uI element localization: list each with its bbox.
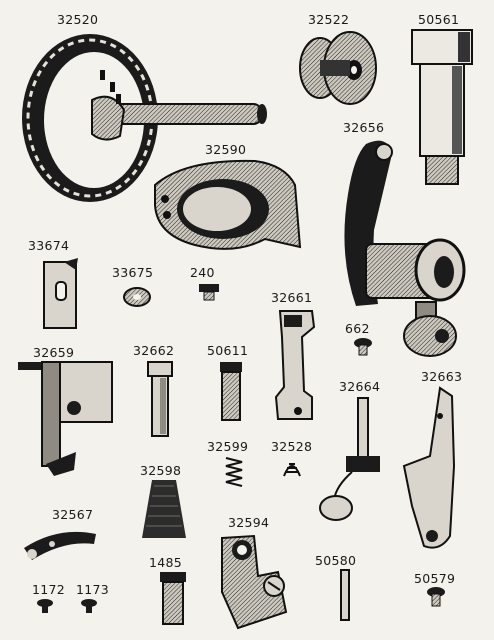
part-32594-clamp: [221, 534, 288, 630]
part-50580-pin: [340, 569, 350, 621]
part-1173-screw: [81, 599, 97, 613]
part-32661-bracket: [274, 310, 316, 420]
part-label-32664: 32664: [339, 379, 381, 394]
part-50561-bushing: [411, 29, 473, 185]
part-label-33674: 33674: [28, 238, 70, 253]
part-label-240: 240: [190, 265, 215, 280]
part-label-32598: 32598: [140, 463, 182, 478]
part-label-32661: 32661: [271, 290, 313, 305]
part-label-32656: 32656: [343, 120, 385, 135]
part-label-1485: 1485: [149, 555, 183, 570]
part-32599-spring: [225, 457, 243, 487]
part-label-32594: 32594: [228, 515, 270, 530]
part-32659-block: [18, 361, 113, 476]
part-label-50580: 50580: [315, 553, 357, 568]
part-32567-link: [24, 531, 96, 560]
part-33675-washer: [123, 287, 151, 307]
part-label-32659: 32659: [33, 345, 75, 360]
part-32528-spring: [283, 463, 301, 477]
part-label-32662: 32662: [133, 343, 175, 358]
part-label-32663: 32663: [421, 369, 463, 384]
part-32662-pin: [147, 361, 173, 437]
part-label-1173: 1173: [76, 582, 110, 597]
part-32520-handwheel: [22, 34, 267, 202]
part-label-32599: 32599: [207, 439, 249, 454]
part-32590-race: [154, 159, 302, 250]
part-50579-screw: [427, 587, 445, 607]
part-32663-plate-arm: [402, 386, 456, 549]
part-50611-screw: [220, 362, 242, 421]
part-32522-disc: [299, 31, 377, 105]
part-label-32522: 32522: [308, 12, 350, 27]
part-label-32590: 32590: [205, 142, 247, 157]
part-label-33675: 33675: [112, 265, 154, 280]
part-label-32528: 32528: [271, 439, 313, 454]
part-32664-lever: [319, 397, 380, 521]
part-label-32567: 32567: [52, 507, 94, 522]
part-1172-screw: [37, 599, 53, 613]
part-1485-screw: [160, 572, 186, 625]
part-label-50579: 50579: [414, 571, 456, 586]
part-33674-plate: [43, 258, 78, 329]
part-662-screw: [354, 338, 372, 356]
part-240-screw: [199, 284, 219, 301]
part-label-32520: 32520: [57, 12, 99, 27]
part-32598-felt: [142, 480, 186, 538]
part-label-1172: 1172: [32, 582, 66, 597]
part-label-50561: 50561: [418, 12, 460, 27]
part-label-50611: 50611: [207, 343, 249, 358]
part-32656-crank-arm: [344, 140, 466, 357]
part-label-662: 662: [345, 321, 370, 336]
